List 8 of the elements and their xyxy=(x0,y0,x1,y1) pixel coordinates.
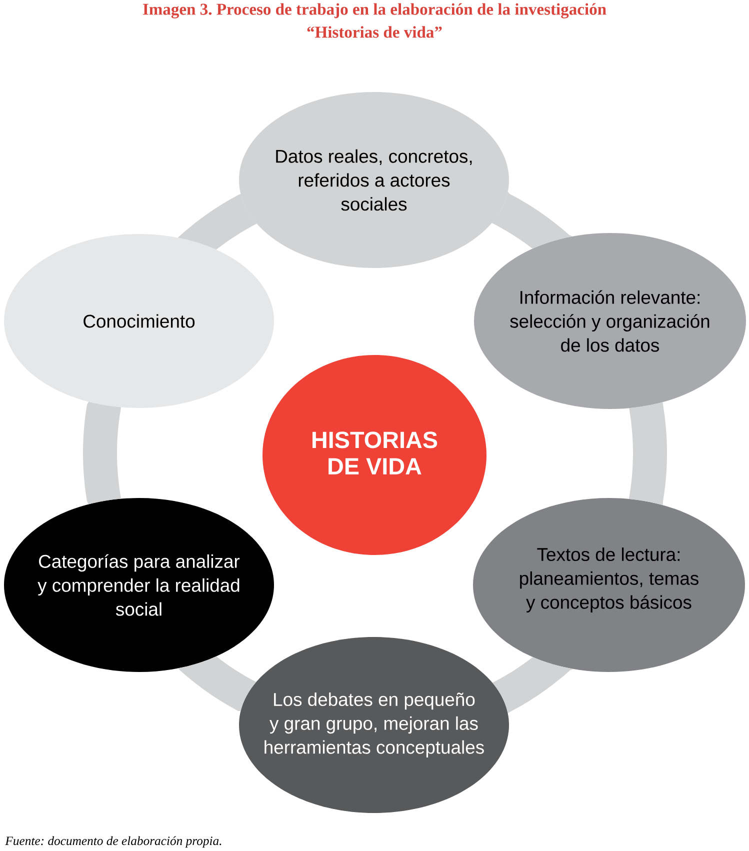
ring-band xyxy=(178,656,256,711)
ring-band xyxy=(178,194,257,250)
ring-band xyxy=(628,402,667,506)
figure-title: Imagen 3. Proceso de trabajo en la elaboración de la investigación “Historias de vida” xyxy=(143,3,606,38)
ring-band xyxy=(492,192,572,249)
ring-band xyxy=(492,657,574,714)
ring-band xyxy=(83,402,122,504)
source-note: Fuente: documento de elaboración propia. xyxy=(5,836,222,848)
